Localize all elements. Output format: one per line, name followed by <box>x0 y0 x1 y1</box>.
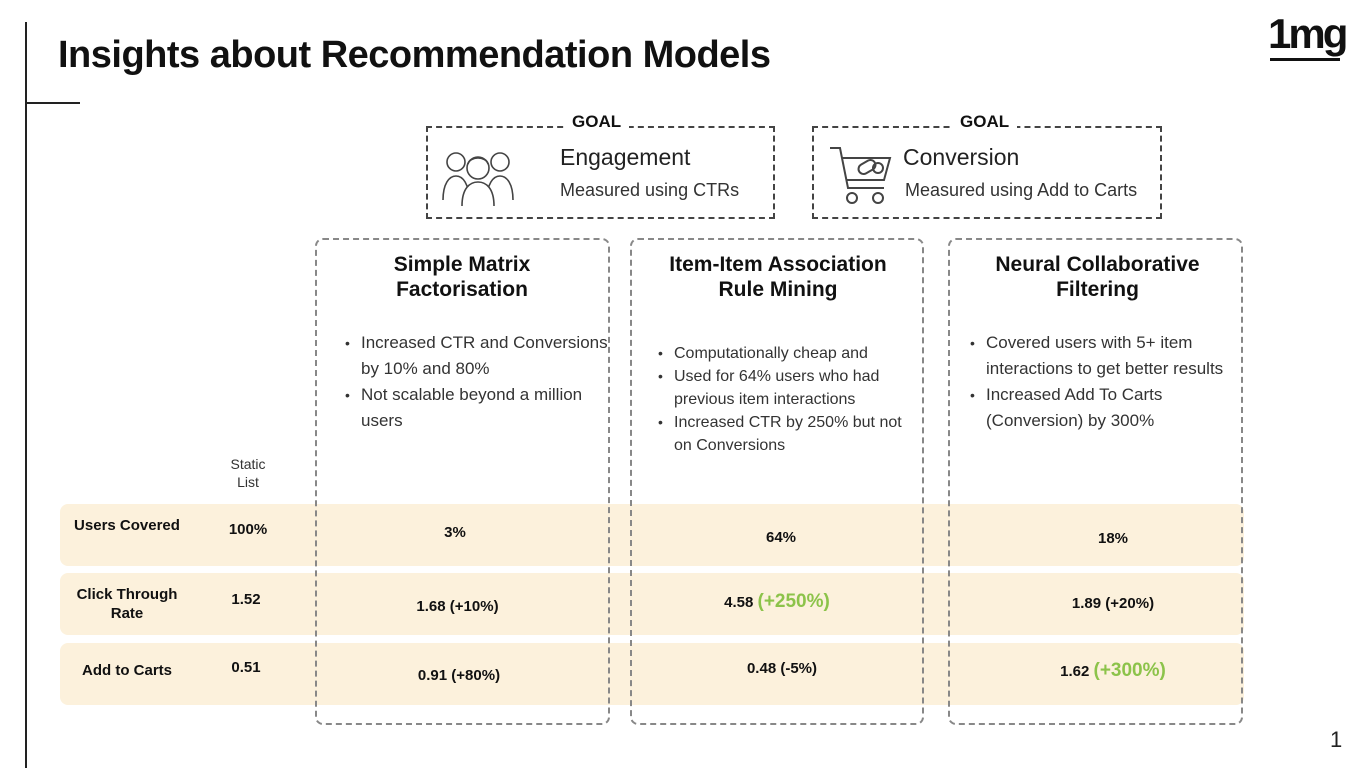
metric-cell: 0.48 (-5%) <box>630 660 934 677</box>
metric-value: 4.58 <box>724 594 754 611</box>
metric-value: 3% <box>444 524 466 541</box>
row-label-users-covered: Users Covered <box>74 517 180 534</box>
model-title: Neural Collaborative Filtering <box>995 253 1200 301</box>
metric-cell: 4.58 (+250%) <box>630 591 924 613</box>
static-value: 100% <box>228 521 268 538</box>
title-underline <box>25 102 80 104</box>
metric-cell: 1.62 (+300%) <box>948 660 1278 682</box>
bullet-item: Increased CTR and Conversions by 10% and… <box>343 330 611 382</box>
metric-value: 1.62 <box>1060 663 1090 680</box>
goal-conversion-box: Conversion Measured using Add to Carts <box>812 126 1162 219</box>
metric-value: 0.91 <box>417 667 448 684</box>
bullet-item: Not scalable beyond a million users <box>343 382 611 434</box>
model-box-neural-cf: Neural Collaborative Filtering Covered u… <box>948 238 1243 725</box>
model-bullets: Computationally cheap and Used for 64% u… <box>656 342 918 457</box>
row-band-add-to-carts <box>60 643 1244 705</box>
bullet-item: Computationally cheap and <box>656 342 918 365</box>
metric-value: 1.89 <box>1071 595 1102 612</box>
metric-cell: 64% <box>630 529 932 546</box>
model-title: Item-Item Association Rule Mining <box>669 253 887 301</box>
goal-label: GOAL <box>564 112 630 132</box>
metric-cell: 1.68 (+10%) <box>315 598 600 615</box>
metric-value: 64% <box>765 529 797 546</box>
bullet-item: Used for 64% users who had previous item… <box>656 365 918 411</box>
metric-cell: 18% <box>948 530 1278 547</box>
goal-heading: Engagement <box>560 144 691 170</box>
metric-value: 18% <box>1097 530 1129 547</box>
metric-delta: (+10%) <box>449 598 499 615</box>
bullet-item: Increased CTR by 250% but not on Convers… <box>656 411 918 457</box>
people-icon <box>440 144 516 213</box>
static-list-header: Static List <box>230 456 266 490</box>
model-bullets: Covered users with 5+ item interactions … <box>968 330 1238 434</box>
goal-subtitle: Measured using Add to Carts <box>905 180 1138 200</box>
metric-cell: 0.91 (+80%) <box>315 667 603 684</box>
brand-logo: 1mg <box>1268 10 1348 64</box>
page-title: Insights about Recommendation Models <box>58 34 771 76</box>
page-number: 1 <box>1330 727 1343 752</box>
metric-delta: (+80%) <box>451 667 501 684</box>
model-bullets: Increased CTR and Conversions by 10% and… <box>343 330 611 434</box>
left-rule <box>25 22 27 768</box>
model-box-association-rule: Item-Item Association Rule Mining Comput… <box>630 238 924 725</box>
goal-heading: Conversion <box>903 144 1020 170</box>
static-value: 0.51 <box>231 659 261 676</box>
bullet-item: Covered users with 5+ item interactions … <box>968 330 1238 382</box>
row-label-ctr: Click Through Rate <box>76 586 178 622</box>
metric-delta-highlight: (+250%) <box>757 591 830 612</box>
row-band-ctr <box>60 573 1244 635</box>
goal-label: GOAL <box>952 112 1018 132</box>
cart-icon <box>828 140 892 213</box>
static-value: 1.52 <box>231 591 261 608</box>
row-label-add-to-carts: Add to Carts <box>82 662 172 679</box>
metric-value: 1.68 <box>416 598 446 615</box>
metric-delta: (+20%) <box>1105 595 1155 612</box>
goal-engagement-box: Engagement Measured using CTRs <box>426 126 775 219</box>
metric-cell: 1.89 (+20%) <box>948 595 1278 612</box>
metric-delta-highlight: (+300%) <box>1093 660 1166 681</box>
row-band-users-covered <box>60 504 1244 566</box>
model-box-matrix-factorisation: Simple Matrix Factorisation Increased CT… <box>315 238 610 725</box>
metric-value: 0.48 <box>746 660 777 677</box>
metric-cell: 3% <box>315 524 595 541</box>
model-title: Simple Matrix Factorisation <box>393 253 531 301</box>
goal-subtitle: Measured using CTRs <box>560 180 740 200</box>
bullet-item: Increased Add To Carts (Conversion) by 3… <box>968 382 1238 434</box>
metric-delta: (-5%) <box>780 660 818 677</box>
logo-text: 1mg <box>1268 10 1348 57</box>
